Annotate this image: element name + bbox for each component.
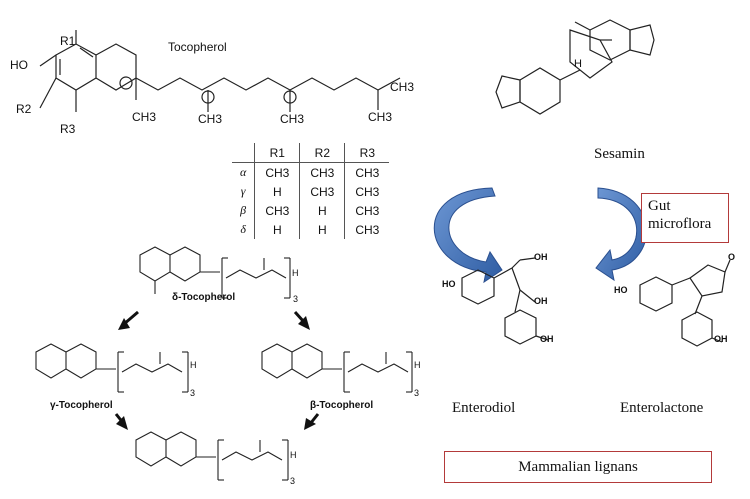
alpha-tocopherol-structure (135, 431, 289, 481)
enterodiol-ho: HO (442, 279, 456, 289)
h-label: H (190, 360, 197, 370)
gut-microflora-label: Gut microflora (648, 198, 712, 232)
table-cell: CH3 (254, 201, 300, 220)
enterolactone-structure (639, 259, 731, 347)
gamma-tocopherol-label: γ-Tocopherol (50, 400, 113, 411)
r2-label: R2 (16, 102, 32, 116)
table-cell: H (254, 182, 300, 201)
beta-tocopherol-label: β-Tocopherol (310, 400, 374, 411)
enterolactone-ho: HO (614, 285, 628, 295)
table-cell: β (240, 203, 247, 217)
enterodiol-label: Enterodiol (452, 400, 516, 416)
bracket-subscript: 3 (190, 388, 196, 398)
r1-label: R1 (60, 34, 76, 48)
table-cell: CH3 (254, 162, 300, 182)
table-row: α CH3 CH3 CH3 (232, 162, 390, 182)
table-cell: H (299, 220, 345, 239)
bracket-subscript: 3 (414, 388, 420, 398)
table-header-row: R1 R2 R3 (232, 143, 390, 163)
table-header: R1 (254, 143, 300, 163)
right-curved-arrow (595, 187, 647, 282)
sesamin-h-label: H (574, 58, 582, 70)
table-cell: CH3 (344, 201, 390, 220)
gut-microflora-box: Gut microflora (641, 193, 729, 243)
table-cell: CH3 (299, 162, 345, 182)
sesamin-label: Sesamin (594, 146, 645, 162)
table-header (232, 143, 255, 163)
table-header: R2 (299, 143, 345, 163)
r3-label: R3 (60, 122, 76, 136)
enterolactone-oh: OH (714, 334, 728, 344)
table-cell: H (299, 201, 345, 220)
ch3-label-3: CH3 (280, 112, 305, 126)
beta-tocopherol-structure (261, 343, 413, 393)
table-cell: δ (240, 222, 246, 236)
enterolactone-o: O (728, 252, 736, 262)
bracket-subscript: 3 (290, 476, 296, 486)
gamma-tocopherol-structure (35, 343, 189, 393)
enterodiol-oh-1: OH (534, 252, 548, 262)
ch3-label-5: CH3 (368, 110, 393, 124)
enterodiol-structure (461, 257, 549, 345)
table-cell: CH3 (344, 220, 390, 239)
h-label: H (290, 450, 297, 460)
tocopherol-structure (39, 30, 401, 112)
mammalian-lignans-box: Mammalian lignans (444, 451, 712, 483)
ch3-label-2: CH3 (198, 112, 223, 126)
h-label: H (414, 360, 421, 370)
table-row: γ H CH3 CH3 (232, 182, 390, 201)
table-cell: α (240, 165, 247, 179)
left-curved-arrow (433, 187, 503, 284)
delta-tocopherol-label: δ-Tocopherol (172, 292, 236, 303)
bracket-subscript: 3 (293, 294, 299, 304)
enterolactone-label: Enterolactone (620, 400, 704, 416)
tocopherol-title: Tocopherol (168, 40, 227, 54)
enterodiol-oh-2: OH (534, 296, 548, 306)
ch3-label-1: CH3 (132, 110, 157, 124)
table-cell: CH3 (299, 182, 345, 201)
table-cell: CH3 (344, 182, 390, 201)
mammalian-lignans-label: Mammalian lignans (518, 459, 638, 475)
sesamin-structure (495, 19, 655, 115)
table-cell: γ (240, 184, 246, 198)
table-row: δ H H CH3 (232, 220, 390, 239)
ho-label: HO (10, 58, 28, 72)
pathway-arrows (114, 310, 320, 430)
table-row: β CH3 H CH3 (232, 201, 390, 220)
h-label: H (292, 268, 299, 278)
substituent-table: R1 R2 R3 α CH3 CH3 CH3 γ H CH3 CH3 β CH3… (232, 143, 390, 239)
delta-tocopherol-structure (139, 246, 291, 299)
table-cell: CH3 (344, 162, 390, 182)
table-header: R3 (344, 143, 390, 163)
enterodiol-oh-3: OH (540, 334, 554, 344)
ch3-label-4: CH3 (390, 80, 415, 94)
table-cell: H (254, 220, 300, 239)
